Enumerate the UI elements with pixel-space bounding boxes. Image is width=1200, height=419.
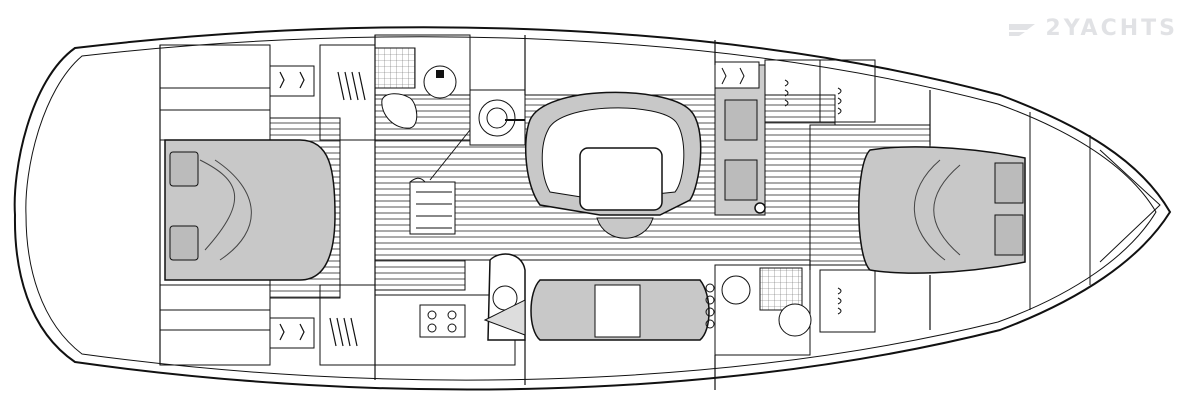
toilet-icon: [381, 93, 418, 129]
forward-head: [714, 264, 811, 356]
forward-berth: [858, 146, 1026, 274]
sink-icon: [778, 303, 812, 337]
pillow-icon: [724, 159, 758, 201]
logo-icon: [1009, 23, 1036, 36]
hanger-icon: [269, 65, 315, 97]
watermark: 2YACHTS: [1007, 16, 1178, 41]
toilet-icon: [721, 275, 751, 305]
sink-icon: [423, 65, 457, 99]
stair-icon: [409, 181, 456, 235]
hanger-icon: [279, 71, 305, 341]
pillow-icon: [169, 151, 199, 187]
hanger-icon: [784, 79, 842, 315]
bow-locker: [1099, 149, 1161, 263]
pillow-icon: [994, 214, 1024, 256]
aft-berth: [164, 139, 336, 281]
saloon-table: [579, 147, 663, 211]
hanger-icon: [269, 317, 315, 349]
stove-icon: [419, 304, 466, 338]
steering-icon: [754, 202, 766, 214]
pillow-icon: [169, 225, 199, 261]
watermark-text: 2YACHTS: [1045, 16, 1178, 41]
hull-inner-outline: [25, 36, 1157, 381]
hanger-icon: [714, 61, 760, 89]
pillow-icon: [724, 99, 758, 141]
pillow-icon: [994, 162, 1024, 204]
